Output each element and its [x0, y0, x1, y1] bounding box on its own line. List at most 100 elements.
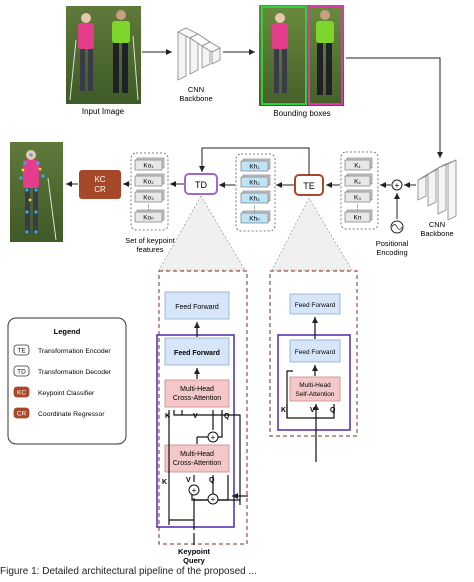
te-label: TE [303, 181, 315, 191]
image-token-box [344, 175, 371, 187]
decoder-v-label-1: V [186, 477, 191, 484]
cnn-backbone-right-label-2: Backbone [420, 229, 453, 238]
cnn-backbone-top-label-2: Backbone [179, 94, 212, 103]
keypoint-feature-box [134, 191, 163, 203]
output-pose-image [10, 142, 63, 242]
bounding-boxes-image [259, 5, 344, 106]
legend-text: Keypoint Classifier [38, 390, 95, 397]
image-token-ellipsis: ⋮ [355, 205, 361, 211]
plus-sign: + [211, 433, 216, 442]
keypoint-query-label-2: Query [183, 556, 206, 565]
decoder-k-label-1: K [162, 479, 167, 486]
plus-sign: + [395, 181, 400, 190]
legend-swatch [13, 365, 30, 377]
positional-encoding-label-2: Encoding [376, 248, 407, 257]
keypoint-feature-ellipsis: ⋮ [146, 205, 152, 211]
encoder-feed-forward-top [289, 293, 341, 315]
legend-swatch [13, 407, 30, 419]
td-block [184, 173, 218, 195]
image-tokens-group [340, 151, 379, 230]
decoder-cross-attention-2-label-2: Cross-Attention [173, 395, 221, 402]
encoder-k-label: K [281, 407, 286, 414]
encoder-token: Kh₂ [249, 180, 260, 187]
decoder-cross-attention-1-label-2: Cross-Attention [173, 460, 221, 467]
legend-box [7, 317, 127, 445]
encoder-token-box [240, 176, 269, 188]
input-image-label: Input Image [82, 107, 125, 116]
keypoint-feature: Ko₁ [143, 163, 154, 170]
decoder-detail-frame [158, 270, 248, 545]
cnn-backbone-top [177, 27, 221, 81]
plus-sign: + [211, 495, 216, 504]
encoder-token-box [240, 212, 269, 224]
cnn-backbone-right [417, 159, 457, 221]
encoder-q-label: Q [330, 407, 336, 414]
decoder-feed-forward-top-label: Feed Forward [175, 304, 219, 311]
legend-text: Transformation Encoder [38, 348, 111, 355]
cnn-backbone-right-label-1: CNN [429, 220, 445, 229]
encoder-layer-box [277, 334, 351, 431]
keypoint-feature: Ko₃ [143, 195, 154, 202]
td-label: TD [195, 180, 207, 190]
encoder-token-box [240, 160, 269, 172]
decoder-cross-attention-2 [164, 379, 230, 408]
encoder-feed-forward [289, 339, 341, 363]
keypoint-feature-box [134, 159, 163, 171]
image-token: Kn [354, 215, 362, 222]
decoder-cross-attention-1-label-1: Multi-Head [180, 451, 214, 458]
decoder-q-label-2: Q [224, 413, 230, 420]
bounding-boxes-label: Bounding boxes [273, 109, 330, 118]
decoder-feed-forward-label: Feed Forward [174, 350, 220, 357]
legend-text: Coordinate Regressor [38, 411, 105, 418]
legend-text: Transformation Decoder [38, 369, 112, 376]
positional-encoding-label-1: Positional [376, 239, 409, 248]
plus-sign: + [192, 486, 197, 495]
keypoint-features-label-1: Set of keypoint [125, 236, 176, 245]
encoder-v-label: V [310, 407, 315, 414]
bounding-box-green [261, 6, 307, 105]
encoder-self-attention-label-1: Multi-Head [299, 382, 331, 389]
image-token-box [344, 211, 371, 223]
encoder-self-attention [289, 376, 341, 402]
decoder-add-operator-upper [207, 431, 219, 443]
add-operator-encoding [391, 179, 403, 191]
legend-abbr: TE [17, 348, 26, 355]
kc-cr-block [79, 170, 121, 199]
kc-label: KC [94, 175, 105, 184]
cr-label: CR [94, 185, 106, 194]
bounding-box-pink [308, 6, 343, 105]
encoder-self-attention-label-2: Self-Attention [295, 391, 334, 398]
image-token-box [344, 191, 371, 203]
decoder-add-operator-right [207, 493, 219, 505]
encoder-feed-forward-label: Feed Forward [295, 349, 336, 356]
image-token: K₁ [354, 163, 361, 170]
decoder-add-operator-left [188, 484, 200, 496]
legend-title: Legend [54, 327, 81, 336]
legend-abbr: TD [17, 369, 26, 376]
keypoint-features-label-2: features [136, 245, 163, 254]
figure-caption: Figure 1: Detailed architectural pipelin… [0, 566, 257, 577]
keypoint-feature-box [134, 211, 163, 223]
legend-swatch [13, 344, 30, 356]
decoder-v-label-2: V [193, 413, 198, 420]
decoder-cross-attention-2-label-1: Multi-Head [180, 386, 214, 393]
legend-abbr: CR [17, 411, 27, 418]
encoder-token: Khₙ [249, 216, 260, 223]
decoder-k-label-2: K [165, 413, 170, 420]
keypoint-query-label-1: Keypoint [178, 547, 211, 556]
encoder-token-ellipsis: ⋮ [252, 206, 258, 212]
keypoint-features-group [130, 152, 169, 231]
decoder-q-label-1: Q [209, 477, 215, 484]
encoder-token-box [240, 192, 269, 204]
image-token-box [344, 159, 371, 171]
decoder-feed-forward-top [164, 291, 230, 320]
encoder-tokens-group [235, 153, 276, 232]
keypoint-feature: Ko₂ [143, 179, 154, 186]
decoder-zoom-cone [158, 195, 246, 271]
encoder-token: Kh₁ [249, 164, 260, 171]
